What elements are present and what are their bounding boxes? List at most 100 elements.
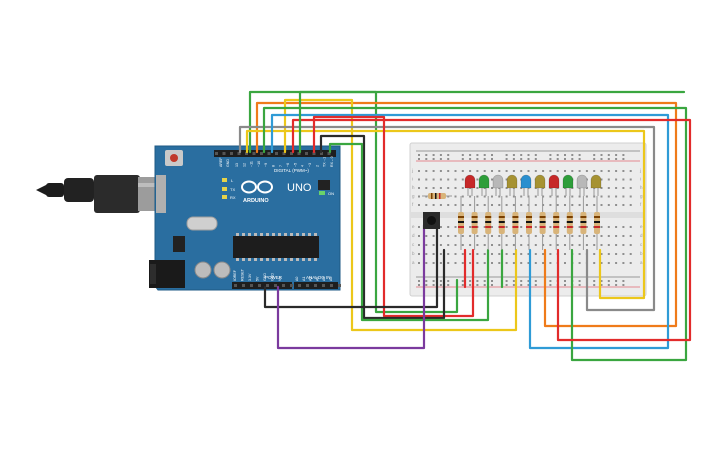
- gnd-pin-label: GND: [226, 159, 230, 167]
- digital-pin-label: ~3: [308, 163, 312, 167]
- resistor[interactable]: [526, 212, 532, 234]
- jumper-wire[interactable]: [298, 90, 686, 154]
- analog-pin-label: A0: [295, 277, 299, 281]
- digital-pin-label: ~10: [257, 161, 261, 167]
- row-letter: a: [640, 260, 643, 265]
- jumper-wire[interactable]: [238, 125, 656, 312]
- power-header: [232, 282, 292, 289]
- analog-pin-label: A5: [329, 277, 333, 281]
- led[interactable]: [534, 174, 546, 196]
- resistor[interactable]: [566, 212, 573, 234]
- jumper-wire[interactable]: [328, 142, 490, 322]
- digital-pin-label: ~5: [293, 163, 297, 167]
- led[interactable]: [506, 174, 518, 196]
- arduino-uno-board[interactable]: ARDUINO UNO DIGITAL (PWM~) POWER ANALOG …: [149, 145, 341, 291]
- digital-label: DIGITAL (PWM~): [274, 168, 309, 173]
- jumper-wire[interactable]: [319, 134, 446, 320]
- power-pin-label: 3.3V: [248, 273, 252, 281]
- row-letter: j: [639, 168, 641, 173]
- analog-label: ANALOG IN: [306, 275, 331, 280]
- row-letter: d: [412, 233, 415, 238]
- power-pin-label: Vin: [278, 276, 282, 281]
- row-letter: a: [412, 260, 415, 265]
- usb-jack: [156, 175, 166, 213]
- row-letter: e: [412, 224, 415, 229]
- on-led: [319, 191, 325, 195]
- power-pin-label: RESET: [241, 268, 245, 281]
- on-label: ON: [328, 191, 334, 196]
- led[interactable]: [590, 174, 602, 196]
- jumper-wire[interactable]: [270, 113, 670, 350]
- power-pin-label: GND: [263, 273, 267, 281]
- digital-pin-label: 8: [272, 165, 276, 167]
- led[interactable]: [520, 174, 532, 196]
- analog-pin-label: A2: [309, 277, 313, 281]
- digital-pin-label: RX←0: [330, 156, 334, 167]
- digital-pin-label: TX→1: [323, 157, 327, 167]
- led[interactable]: [576, 174, 588, 196]
- resistor[interactable]: [458, 212, 464, 234]
- jumper-wire[interactable]: [291, 118, 692, 342]
- resistor[interactable]: [498, 212, 505, 234]
- resistor[interactable]: [580, 212, 587, 234]
- capacitor: [213, 261, 231, 279]
- arduino-logo-icon: [241, 180, 273, 194]
- button-resistor: [422, 193, 452, 199]
- power-pin-label: 5V: [256, 276, 260, 281]
- icsp-header: [318, 180, 330, 190]
- row-letter: g: [640, 194, 643, 199]
- pushbutton[interactable]: [423, 212, 440, 229]
- usb-cable[interactable]: [36, 175, 160, 213]
- digital-pin-label: 13: [235, 163, 239, 167]
- row-letter: c: [412, 242, 415, 247]
- led[interactable]: [478, 174, 490, 196]
- brand-label: ARDUINO: [243, 198, 269, 204]
- led[interactable]: [548, 174, 560, 196]
- row-letter: h: [412, 185, 415, 190]
- jumper-wire[interactable]: [248, 90, 459, 314]
- row-letter: i: [412, 177, 413, 182]
- tx-label: TX: [230, 187, 235, 192]
- row-letter: f: [640, 202, 642, 207]
- jumper-wire[interactable]: [262, 106, 688, 362]
- row-letter: g: [412, 194, 415, 199]
- model-label: UNO: [287, 182, 312, 194]
- row-letter: d: [640, 233, 643, 238]
- jumper-wire[interactable]: [263, 223, 439, 309]
- analog-pin-label: A4: [322, 277, 326, 281]
- row-letter: h: [640, 185, 643, 190]
- resistor[interactable]: [553, 212, 560, 234]
- led[interactable]: [464, 174, 476, 196]
- resistor[interactable]: [471, 212, 478, 234]
- jumper-wire[interactable]: [255, 101, 678, 328]
- led[interactable]: [562, 174, 574, 196]
- jumper-wire[interactable]: [312, 115, 475, 318]
- digital-pin-label: ~11: [250, 161, 254, 167]
- analog-pin-label: A1: [302, 277, 306, 281]
- resistor[interactable]: [594, 212, 600, 234]
- capacitor: [194, 261, 212, 279]
- resistor[interactable]: [539, 212, 546, 234]
- digital-pin-label: ~6: [286, 163, 290, 167]
- jumper-wire[interactable]: [276, 223, 426, 350]
- atmega-chip: [233, 236, 319, 258]
- l-label: L: [231, 178, 234, 183]
- resistor[interactable]: [512, 212, 519, 234]
- digital-pin-label: 7: [279, 165, 283, 167]
- digital-pin-label: 12: [242, 163, 246, 167]
- row-letter: i: [640, 177, 641, 182]
- digital-pin-label: ~9: [264, 163, 268, 167]
- power-pin-label: GND: [271, 273, 275, 281]
- row-letter: f: [412, 202, 414, 207]
- row-letter: b: [640, 251, 643, 256]
- led[interactable]: [492, 174, 504, 196]
- row-letter: b: [412, 251, 415, 256]
- jumper-wire[interactable]: [245, 129, 646, 300]
- digital-pin-label: 2: [315, 165, 319, 167]
- power-pin-label: IOREF: [233, 269, 237, 281]
- rx-label: RX: [230, 195, 236, 200]
- resistor[interactable]: [485, 212, 492, 234]
- digital-pin-label: 4: [301, 165, 305, 167]
- analog-pin-label: A3: [315, 277, 319, 281]
